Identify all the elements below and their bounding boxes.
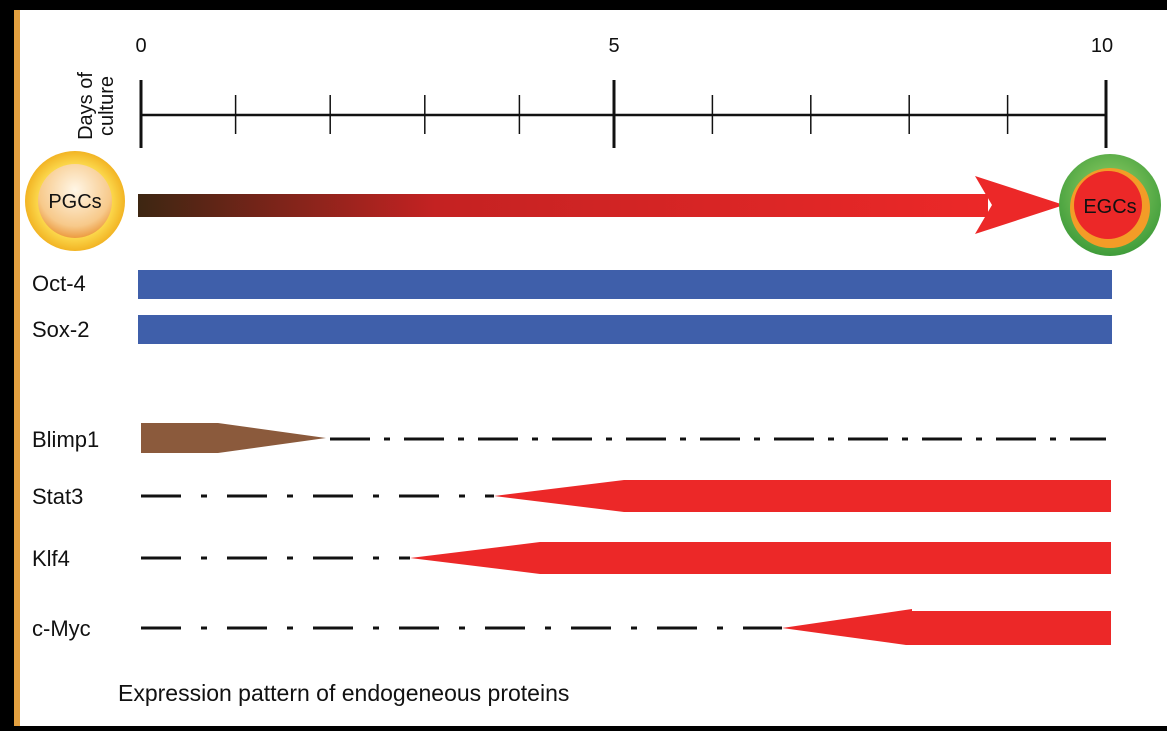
pgc-cell: PGCs xyxy=(25,151,125,251)
arrow-shaft xyxy=(138,194,988,217)
gene-label-cmyc: c-Myc xyxy=(32,616,91,641)
gene-label-oct4: Oct-4 xyxy=(32,271,86,296)
gene-label-sox2: Sox-2 xyxy=(32,317,89,342)
egc-cell: EGCs xyxy=(1059,154,1161,256)
bar-sox2 xyxy=(138,315,1112,344)
axis-label-line2: culture xyxy=(96,76,118,136)
expr-blimp1 xyxy=(141,423,1106,453)
minor-ticks xyxy=(234,95,1009,134)
egc-inner xyxy=(1074,171,1142,239)
progression-arrow xyxy=(138,176,1064,234)
timeline-axis: 0 5 10 xyxy=(135,35,1113,148)
expr-klf4 xyxy=(141,542,1111,574)
figure-panel xyxy=(14,10,1167,726)
gene-label-klf4: Klf4 xyxy=(32,546,70,571)
tick-label-0: 0 xyxy=(135,35,146,57)
gene-label-stat3: Stat3 xyxy=(32,484,83,509)
tick-label-5: 5 xyxy=(608,35,619,57)
pgc-inner xyxy=(38,164,112,238)
shape-blimp1 xyxy=(141,423,326,453)
expr-stat3 xyxy=(141,480,1111,512)
caption: Expression pattern of endogeneous protei… xyxy=(118,680,569,706)
bar-oct4 xyxy=(138,270,1112,299)
pgc-label: PGCs xyxy=(48,191,101,213)
axis-label-line1: Days of xyxy=(75,72,97,140)
gene-label-blimp1: Blimp1 xyxy=(32,427,99,452)
egc-label: EGCs xyxy=(1083,196,1136,218)
arrow-head xyxy=(975,176,1064,234)
tick-label-10: 10 xyxy=(1091,35,1113,57)
expr-cmyc xyxy=(141,609,1111,645)
shape-klf4 xyxy=(410,542,1111,574)
shape-cmyc xyxy=(782,609,1111,645)
axis-label: Days of culture xyxy=(75,72,118,140)
shape-stat3 xyxy=(494,480,1111,512)
